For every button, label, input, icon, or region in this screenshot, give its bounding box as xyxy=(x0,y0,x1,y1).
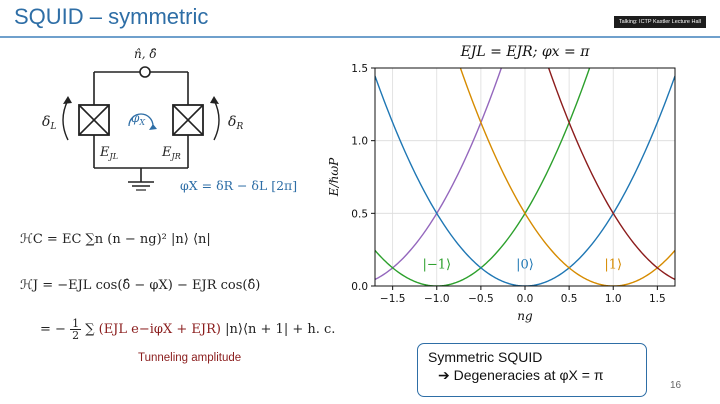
title-divider xyxy=(0,36,720,38)
squid-circuit-diagram: n̂, δ̂ δL δR EJL EJR φX xyxy=(42,47,243,191)
y-axis-label: E/ℏωP xyxy=(327,157,341,197)
left-phase-label: δL xyxy=(42,114,56,132)
band-label-n0: |0⟩ xyxy=(516,258,534,273)
right-phase-sub: R xyxy=(235,122,243,132)
x-axis-label: ng xyxy=(517,309,533,323)
left-phase-symbol: δ xyxy=(42,114,50,130)
flux-sub: X xyxy=(138,118,145,127)
charging-hamiltonian: ℋC = EC ∑n (n − ng)² |n⟩ ⟨n| xyxy=(20,232,211,247)
phase-arrowhead-right-icon xyxy=(210,96,219,104)
page-number: 16 xyxy=(670,380,682,391)
flux-relation: φX = δR − δL [2π] xyxy=(180,178,298,193)
callout-line1: Symmetric SQUID xyxy=(428,349,543,365)
callout-line2: ➔ Degeneracies at φX = π xyxy=(428,367,636,384)
right-junction-sub: JR xyxy=(170,152,181,161)
x-tick-label: −1.0 xyxy=(424,293,450,305)
x-tick-label: −0.5 xyxy=(468,293,494,305)
phase-arrow-right xyxy=(213,99,220,141)
flux-symbol: φ xyxy=(131,111,140,125)
phase-arrow-left xyxy=(62,99,69,141)
node-label: n̂, δ̂ xyxy=(134,47,157,61)
right-phase-label: δR xyxy=(228,114,243,132)
x-tick-label: 1.0 xyxy=(605,293,622,305)
x-tick-label: 0.0 xyxy=(517,293,534,305)
x-tick-label: 1.5 xyxy=(649,293,666,305)
energy-band-n1 xyxy=(459,68,675,286)
left-junction-label: EJL xyxy=(99,145,118,161)
energy-band-chart: EJL = EJR; φx = π |−1⟩ |0⟩ |1⟩ −1.5 −1.0 −0.5 0… xyxy=(327,44,676,323)
left-phase-sub: L xyxy=(49,122,56,132)
band-label-n-1: |−1⟩ xyxy=(422,258,451,273)
callout-line2-text: Degeneracies at φX = π xyxy=(453,367,604,383)
band-label-n1: |1⟩ xyxy=(604,258,622,273)
x-tick-label: −1.5 xyxy=(380,293,406,305)
flux-label: φX xyxy=(131,111,145,127)
chart-title: EJL = EJR; φx = π xyxy=(460,44,591,60)
josephson-junction-right xyxy=(172,104,204,136)
josephson-junction-left xyxy=(78,104,110,136)
tunneling-label: Tunneling amplitude xyxy=(138,352,242,364)
y-tick-label: 1.0 xyxy=(351,136,368,148)
energy-band-n0 xyxy=(375,75,675,286)
expansion-prefix: = − xyxy=(40,322,66,337)
x-tick-label: 0.5 xyxy=(561,293,578,305)
arrow-right-icon: ➔ xyxy=(438,367,450,383)
josephson-hamiltonian: ℋJ = −EJL cos(δ̂ − φX) − EJR cos(δ̂) xyxy=(20,278,261,293)
y-tick-label: 1.5 xyxy=(351,63,368,75)
right-phase-symbol: δ xyxy=(228,114,236,130)
phase-arrowhead-left-icon xyxy=(63,96,72,104)
energy-band-n2 xyxy=(547,68,675,281)
y-tick-label: 0.5 xyxy=(351,208,368,220)
y-tick-label: 0.0 xyxy=(351,281,368,293)
sum-symbol: ∑ xyxy=(85,322,95,337)
energy-band-n-2 xyxy=(375,68,503,281)
tunneling-term: (EJL e−iφX + EJR) xyxy=(98,322,221,337)
right-junction-symbol: E xyxy=(161,145,172,160)
slide-title: SQUID – symmetric xyxy=(14,4,209,29)
left-junction-symbol: E xyxy=(99,145,110,160)
flux-loop-arrowhead-icon xyxy=(149,124,157,130)
expansion-suffix: |n⟩⟨n + 1| + h. c. xyxy=(225,322,336,337)
talking-banner: Talking: ICTP Kastler Lecture Hall xyxy=(613,16,706,28)
callout-box: Symmetric SQUID ➔ Degeneracies at φX = π xyxy=(417,343,647,397)
node-terminal xyxy=(139,66,151,78)
right-junction-label: EJR xyxy=(161,145,181,161)
left-junction-sub: JL xyxy=(108,152,119,161)
flux-loop-icon xyxy=(128,113,154,127)
